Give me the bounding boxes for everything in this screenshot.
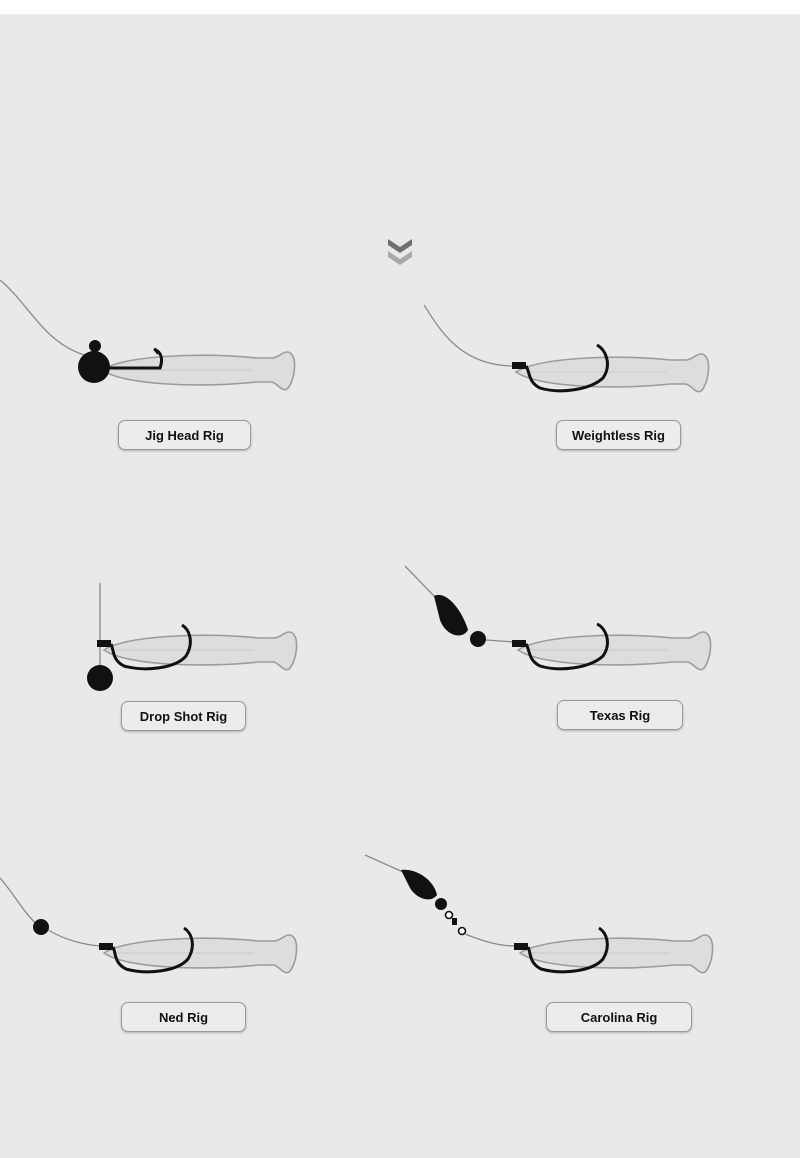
weightless-rig-label: Weightless Rig xyxy=(556,420,681,450)
drop-shot-rig-label: Drop Shot Rig xyxy=(121,701,246,731)
carolina-rig-diagram xyxy=(364,854,714,974)
texas-rig-label: Texas Rig xyxy=(557,700,683,730)
ned-rig-diagram xyxy=(0,877,298,974)
carolina-rig-label: Carolina Rig xyxy=(546,1002,692,1032)
texas-rig-diagram xyxy=(404,565,712,671)
drop-shot-rig-diagram xyxy=(87,583,298,691)
jig-head-rig-diagram xyxy=(0,279,296,391)
weightless-rig-diagram xyxy=(423,304,710,393)
background-panel xyxy=(0,14,800,1158)
ned-rig-label: Ned Rig xyxy=(121,1002,246,1032)
jig-head-rig-label: Jig Head Rig xyxy=(118,420,251,450)
double-chevron-down-icon xyxy=(388,239,412,265)
